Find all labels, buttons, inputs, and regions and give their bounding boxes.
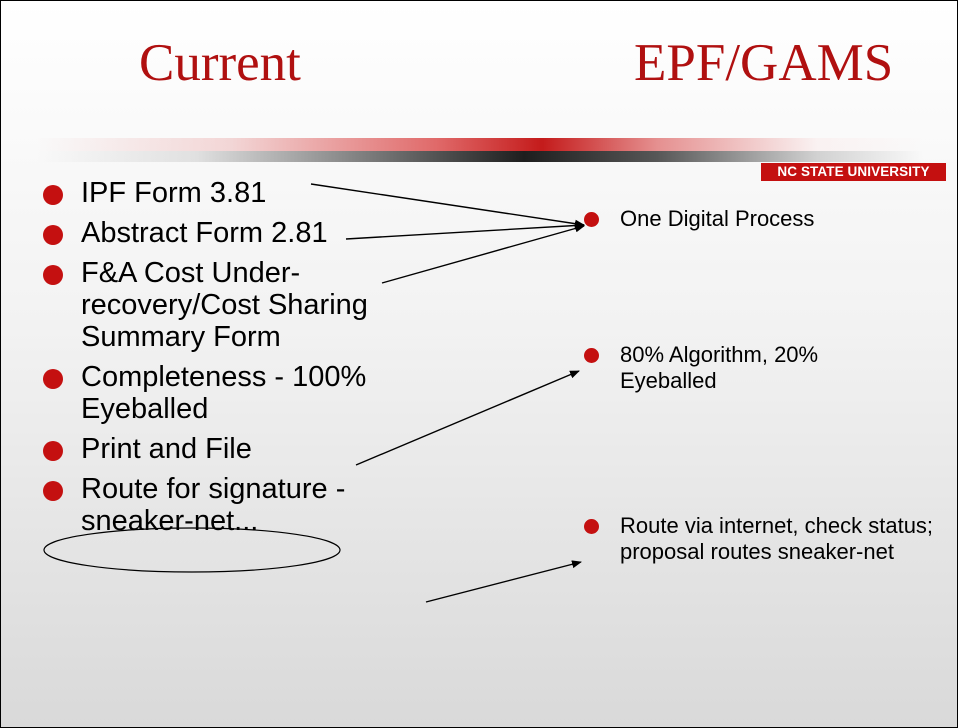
bullet-icon xyxy=(43,369,63,389)
current-item-ipf-form: IPF Form 3.81 xyxy=(43,177,463,209)
current-item-label: Print and File xyxy=(81,433,252,465)
bullet-icon xyxy=(584,519,599,534)
current-item-abstract-form: Abstract Form 2.81 xyxy=(43,217,463,249)
current-item-label: Abstract Form 2.81 xyxy=(81,217,328,249)
title-current: Current xyxy=(139,34,301,92)
current-item-label: IPF Form 3.81 xyxy=(81,177,267,209)
epf-item-digital-process: One Digital Process xyxy=(584,206,949,232)
nc-state-logo: NC STATE UNIVERSITY xyxy=(761,163,946,181)
current-item-route-signature: Route for signature - sneaker-net... xyxy=(43,473,393,537)
arrow-route-to-internet xyxy=(425,560,582,603)
current-item-label: Completeness - 100% Eyeballed xyxy=(81,361,367,425)
title-epf-gams: EPF/GAMS xyxy=(634,34,894,92)
divider-red xyxy=(37,138,923,151)
epf-item-label: 80% Algorithm, 20% Eyeballed xyxy=(620,342,819,393)
current-item-print-file: Print and File xyxy=(43,433,463,465)
bullet-icon xyxy=(584,212,599,227)
bullet-icon xyxy=(43,441,63,461)
bullet-icon xyxy=(584,348,599,363)
divider-dark xyxy=(37,151,923,162)
bullet-icon xyxy=(43,265,63,285)
current-item-label: Route for signature - sneaker-net... xyxy=(81,473,346,537)
epf-item-route-internet: Route via internet, check status; propos… xyxy=(584,513,934,565)
bullet-icon xyxy=(43,481,63,501)
bullet-icon xyxy=(43,225,63,245)
current-item-completeness: Completeness - 100% Eyeballed xyxy=(43,361,373,425)
epf-item-label: Route via internet, check status; propos… xyxy=(620,513,934,564)
bullet-icon xyxy=(43,185,63,205)
epf-item-algorithm: 80% Algorithm, 20% Eyeballed xyxy=(584,342,914,394)
current-item-label: F&A Cost Under-recovery/Cost Sharing Sum… xyxy=(81,257,368,353)
current-item-fa-cost: F&A Cost Under-recovery/Cost Sharing Sum… xyxy=(43,257,373,353)
current-list: IPF Form 3.81 Abstract Form 2.81 F&A Cos… xyxy=(43,177,463,551)
epf-item-label: One Digital Process xyxy=(620,206,815,231)
